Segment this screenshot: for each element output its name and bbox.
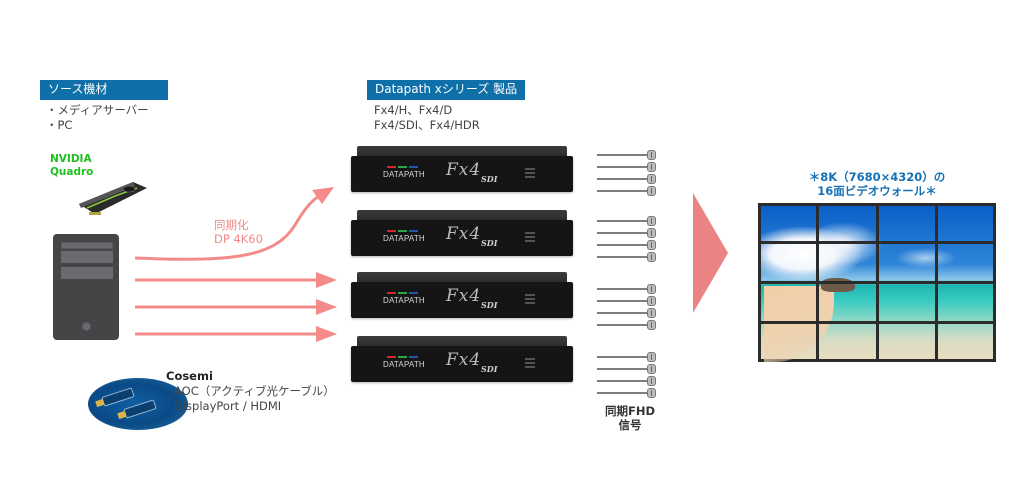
connector-plug-icon bbox=[647, 162, 656, 172]
connector-plug-icon bbox=[647, 308, 656, 318]
connector-plug-icon bbox=[647, 240, 656, 250]
device-brand: DATAPATH bbox=[383, 296, 425, 305]
output-connector bbox=[597, 252, 659, 262]
device-model-sub: SDI bbox=[481, 174, 498, 184]
pc-tower-icon bbox=[53, 234, 119, 340]
product-models-line2: Fx4/SDI、Fx4/HDR bbox=[374, 118, 480, 132]
product-header: Datapath xシリーズ 製品 bbox=[367, 80, 526, 100]
big-arrow-icon bbox=[693, 193, 728, 313]
video-wall bbox=[758, 203, 996, 362]
signal-arrow-4 bbox=[135, 326, 337, 342]
connector-plug-icon bbox=[647, 364, 656, 374]
device-model: Fx4 bbox=[446, 286, 482, 306]
datapath-logo-bars bbox=[387, 292, 418, 294]
device-brand: DATAPATH bbox=[383, 234, 425, 243]
device-model: Fx4 bbox=[446, 160, 482, 180]
device-model: Fx4 bbox=[446, 224, 482, 244]
device-model-sub: SDI bbox=[481, 364, 498, 374]
videowall-title-line1: ＊8K（7680×4320）の bbox=[808, 170, 946, 184]
output-connector bbox=[597, 162, 659, 172]
signal-arrow-2 bbox=[135, 272, 337, 288]
connector-plug-icon bbox=[647, 252, 656, 262]
output-connector bbox=[597, 216, 659, 226]
output-connector bbox=[597, 376, 659, 386]
device-brand: DATAPATH bbox=[383, 170, 425, 179]
connector-plug-icon bbox=[647, 216, 656, 226]
connector-plug-icon bbox=[647, 284, 656, 294]
device-model-sub: SDI bbox=[481, 300, 498, 310]
connector-plug-icon bbox=[647, 150, 656, 160]
connector-plug-icon bbox=[647, 320, 656, 330]
signal-arrow-3 bbox=[135, 299, 337, 315]
gpu-brand-nvidia: NVIDIA bbox=[50, 153, 92, 165]
status-leds bbox=[525, 232, 535, 244]
output-connector bbox=[597, 240, 659, 250]
output-connector bbox=[597, 150, 659, 160]
aoc-cable-image bbox=[88, 378, 188, 430]
output-connector bbox=[597, 174, 659, 184]
device-brand: DATAPATH bbox=[383, 360, 425, 369]
sync-label-line1: 同期化 bbox=[214, 218, 249, 232]
device-model: Fx4 bbox=[446, 350, 482, 370]
connector-plug-icon bbox=[647, 352, 656, 362]
sync-arrow-curved bbox=[134, 187, 334, 261]
gpu-card-image bbox=[79, 182, 147, 215]
device-model-sub: SDI bbox=[481, 238, 498, 248]
connector-plug-icon bbox=[647, 228, 656, 238]
cable-description-line1: AOC（アクティブ光ケーブル） bbox=[174, 384, 335, 398]
source-item-media-server: ・メディアサーバー bbox=[46, 103, 149, 117]
output-connector bbox=[597, 186, 659, 196]
output-connector bbox=[597, 388, 659, 398]
cable-description-line2: DisplayPort / HDMI bbox=[174, 399, 282, 413]
output-label-line2: 信号 bbox=[618, 418, 642, 432]
connector-plug-icon bbox=[647, 186, 656, 196]
datapath-logo-bars bbox=[387, 230, 418, 232]
connector-plug-icon bbox=[647, 388, 656, 398]
connector-plug-icon bbox=[647, 376, 656, 386]
output-connector bbox=[597, 320, 659, 330]
wall-bezel-horizontal bbox=[758, 320, 996, 324]
output-connector bbox=[597, 364, 659, 374]
product-models-line1: Fx4/H、Fx4/D bbox=[374, 103, 453, 117]
output-label-line1: 同期FHD bbox=[604, 404, 656, 418]
status-leds bbox=[525, 358, 535, 370]
output-connector bbox=[597, 308, 659, 318]
output-connector bbox=[597, 284, 659, 294]
source-equipment-header: ソース機材 bbox=[40, 80, 168, 100]
sync-label-line2: DP 4K60 bbox=[214, 232, 263, 246]
output-connector bbox=[597, 296, 659, 306]
wall-bezel-horizontal bbox=[758, 241, 996, 245]
status-leds bbox=[525, 168, 535, 180]
datapath-logo-bars bbox=[387, 356, 418, 358]
cable-brand: Cosemi bbox=[166, 369, 213, 383]
connector-plug-icon bbox=[647, 296, 656, 306]
videowall-title-line2: 16面ビデオウォール＊ bbox=[817, 184, 937, 198]
output-connector bbox=[597, 352, 659, 362]
wall-bezel-horizontal bbox=[758, 281, 996, 284]
output-connector bbox=[597, 228, 659, 238]
status-leds bbox=[525, 294, 535, 306]
gpu-brand-quadro: Quadro bbox=[50, 166, 94, 178]
connector-plug-icon bbox=[647, 174, 656, 184]
source-item-pc: ・PC bbox=[46, 118, 73, 132]
datapath-logo-bars bbox=[387, 166, 418, 168]
